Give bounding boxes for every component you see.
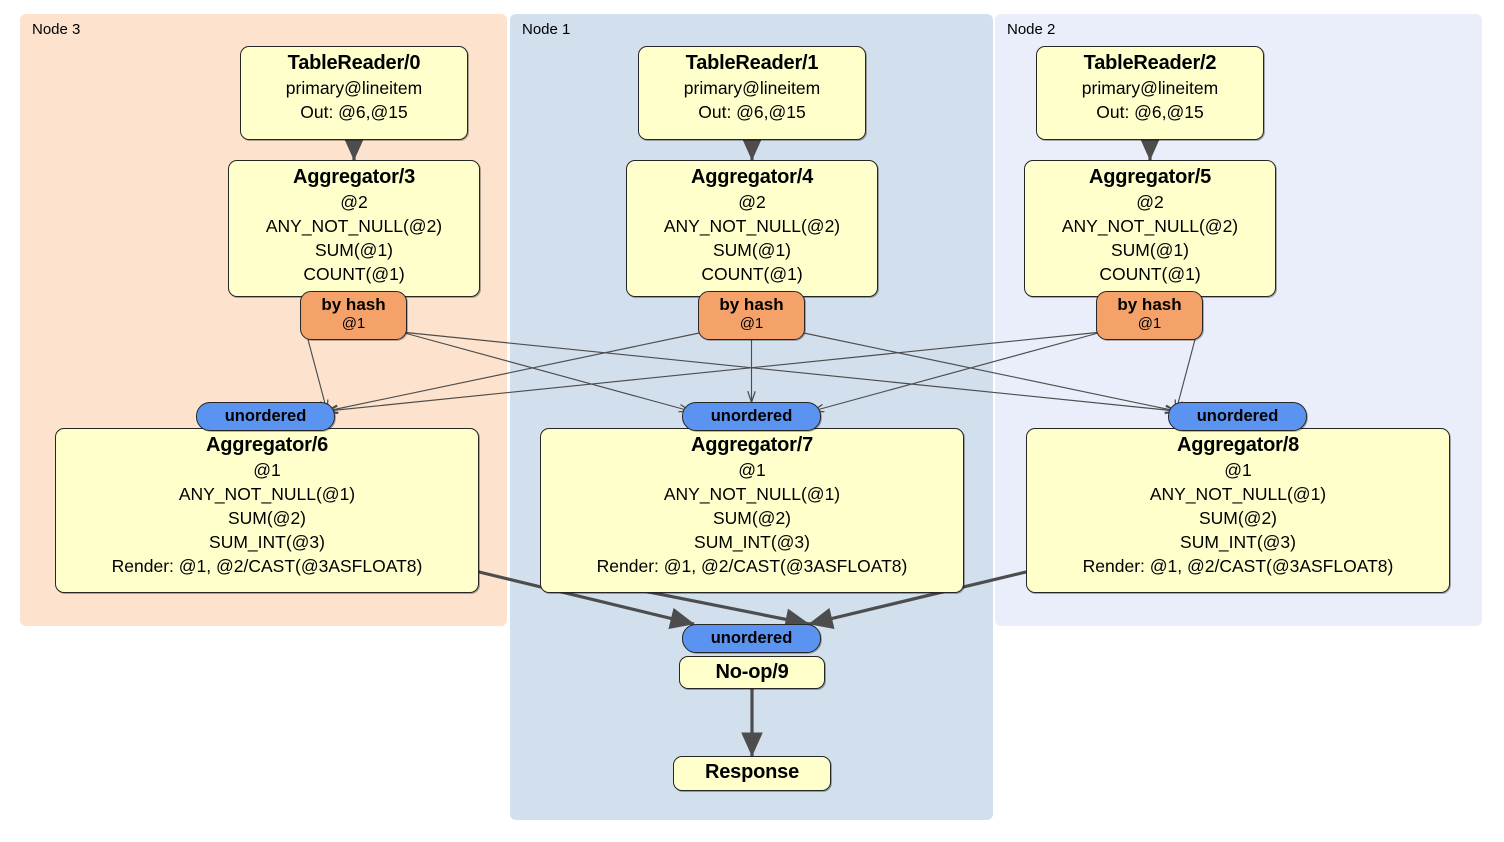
- processor-detail-line: Out: @6,@15: [300, 102, 408, 122]
- processor-title: Aggregator/7: [690, 434, 814, 456]
- processor-detail-line: Out: @6,@15: [698, 102, 806, 122]
- processor-title: TableReader/0: [287, 52, 421, 74]
- processor-detail-line: COUNT(@1): [1099, 264, 1201, 284]
- processor-title: TableReader/2: [1083, 52, 1217, 74]
- hash-router-column: @1: [739, 315, 764, 332]
- synchronizer-unordered7[interactable]: unordered: [682, 402, 821, 431]
- processor-noop9[interactable]: No-op/9: [679, 656, 825, 689]
- processor-title: Aggregator/4: [690, 166, 814, 188]
- hash-router-column: @1: [341, 315, 366, 332]
- hash-router-byhash3[interactable]: by hash@1: [300, 291, 407, 340]
- processor-response[interactable]: Response: [673, 756, 831, 791]
- processor-detail-line: Out: @6,@15: [1096, 102, 1204, 122]
- processor-title: Aggregator/6: [205, 434, 329, 456]
- processor-detail-line: @1: [1224, 460, 1252, 480]
- processor-detail-line: Render: @1, @2/CAST(@3ASFLOAT8): [111, 556, 423, 576]
- processor-title: No-op/9: [715, 661, 789, 683]
- processor-detail-line: SUM(@2): [712, 508, 792, 528]
- synchronizer-unordered8[interactable]: unordered: [1168, 402, 1307, 431]
- processor-detail-line: primary@lineitem: [1081, 78, 1219, 98]
- processor-detail-line: @1: [253, 460, 281, 480]
- synchronizer-label: unordered: [224, 407, 307, 425]
- processor-detail-line: SUM(@1): [314, 240, 394, 260]
- processor-detail-line: ANY_NOT_NULL(@2): [1061, 216, 1239, 236]
- synchronizer-label: unordered: [710, 629, 793, 647]
- processor-detail-line: primary@lineitem: [285, 78, 423, 98]
- processor-title: Response: [705, 761, 799, 783]
- processor-detail-line: SUM(@2): [227, 508, 307, 528]
- hash-router-label: by hash: [719, 295, 784, 314]
- processor-title: Aggregator/5: [1088, 166, 1212, 188]
- processor-detail-line: Render: @1, @2/CAST(@3ASFLOAT8): [1082, 556, 1394, 576]
- node-panel-label-node2: Node 2: [1007, 21, 1056, 38]
- processor-detail-line: ANY_NOT_NULL(@1): [178, 484, 356, 504]
- processor-detail-line: SUM(@2): [1198, 508, 1278, 528]
- processor-title: Aggregator/3: [292, 166, 416, 188]
- processor-detail-line: @1: [738, 460, 766, 480]
- processor-title: TableReader/1: [685, 52, 819, 74]
- synchronizer-unordered9[interactable]: unordered: [682, 624, 821, 653]
- processor-detail-line: SUM_INT(@3): [1180, 532, 1296, 552]
- synchronizer-unordered6[interactable]: unordered: [196, 402, 335, 431]
- processor-detail-line: @2: [738, 192, 766, 212]
- processor-detail-line: ANY_NOT_NULL(@2): [265, 216, 443, 236]
- processor-detail-line: ANY_NOT_NULL(@1): [1149, 484, 1327, 504]
- processor-detail-line: SUM_INT(@3): [694, 532, 810, 552]
- processor-detail-line: COUNT(@1): [701, 264, 803, 284]
- processor-detail-line: SUM(@1): [712, 240, 792, 260]
- hash-router-byhash5[interactable]: by hash@1: [1096, 291, 1203, 340]
- node-panel-label-node3: Node 3: [32, 21, 81, 38]
- hash-router-column: @1: [1137, 315, 1162, 332]
- hash-router-label: by hash: [1117, 295, 1182, 314]
- processor-detail-line: ANY_NOT_NULL(@1): [663, 484, 841, 504]
- processor-detail-line: primary@lineitem: [683, 78, 821, 98]
- hash-router-label: by hash: [321, 295, 386, 314]
- processor-detail-line: Render: @1, @2/CAST(@3ASFLOAT8): [596, 556, 908, 576]
- processor-detail-line: @2: [340, 192, 368, 212]
- processor-detail-line: COUNT(@1): [303, 264, 405, 284]
- processor-detail-line: ANY_NOT_NULL(@2): [663, 216, 841, 236]
- synchronizer-label: unordered: [1196, 407, 1279, 425]
- synchronizer-label: unordered: [710, 407, 793, 425]
- hash-router-byhash4[interactable]: by hash@1: [698, 291, 805, 340]
- node-panel-label-node1: Node 1: [522, 21, 571, 38]
- processor-detail-line: SUM_INT(@3): [209, 532, 325, 552]
- processor-detail-line: @2: [1136, 192, 1164, 212]
- processor-title: Aggregator/8: [1176, 434, 1300, 456]
- processor-detail-line: SUM(@1): [1110, 240, 1190, 260]
